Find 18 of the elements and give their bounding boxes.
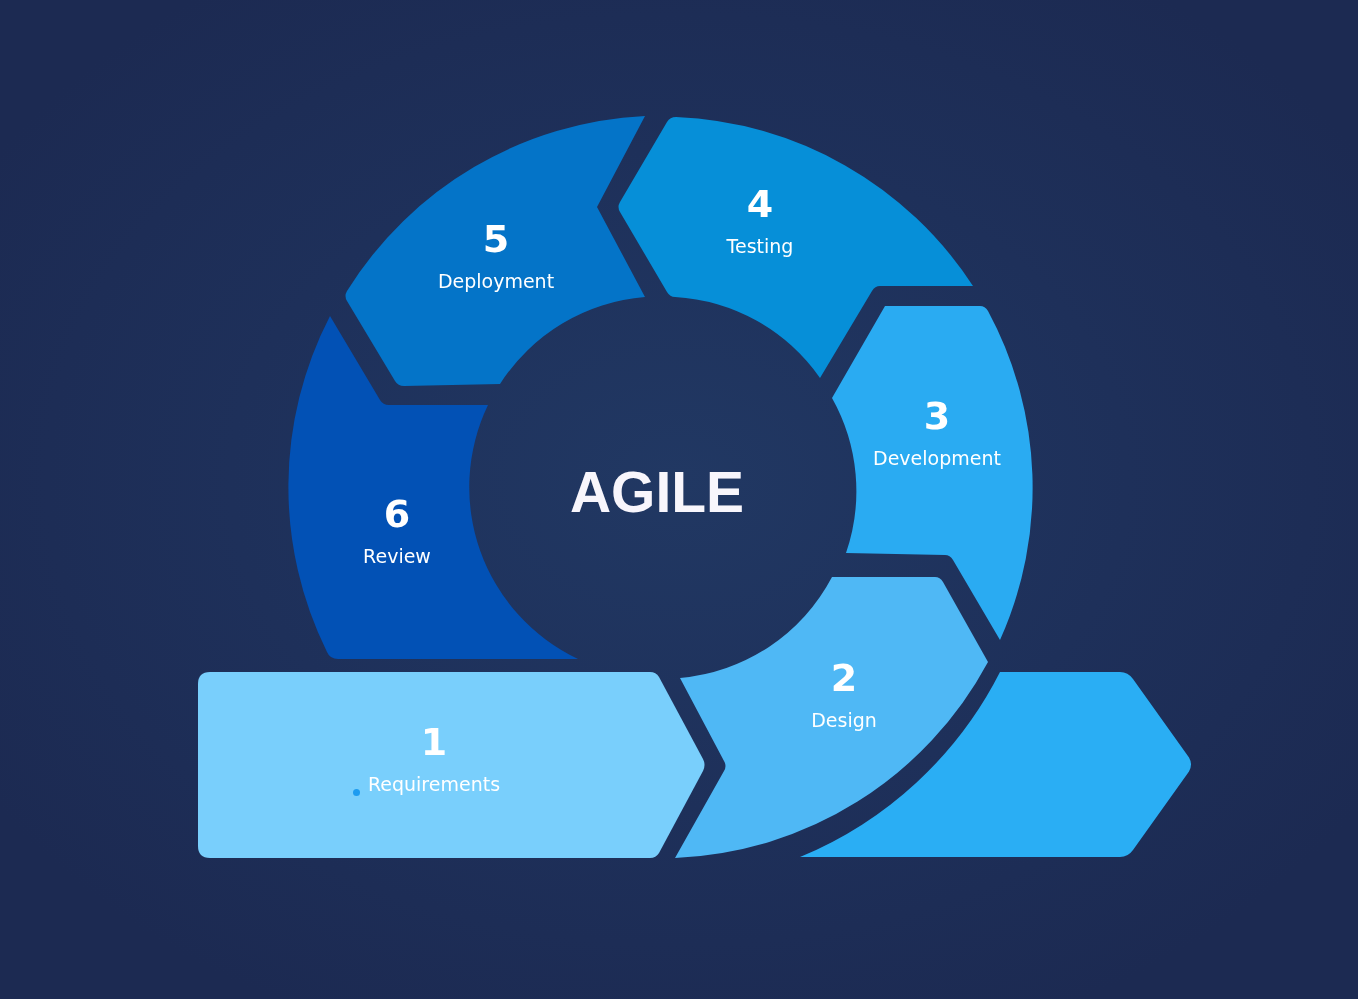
step-number: 4 — [746, 184, 774, 224]
step-number: 3 — [923, 396, 951, 436]
step-label: Review — [363, 545, 431, 567]
arrow-segment — [832, 306, 1034, 641]
arrow-segment — [343, 116, 646, 387]
title: AGILE — [569, 460, 745, 524]
step-label: Development — [873, 447, 1001, 469]
step-label: Deployment — [437, 270, 555, 292]
step-label: Design — [811, 709, 877, 731]
arrow-segment — [675, 577, 989, 859]
step-number: 6 — [383, 494, 411, 534]
arrow-segment — [617, 117, 974, 379]
step-number: 5 — [482, 219, 510, 259]
step-label: Requirements — [367, 773, 501, 795]
step-label: Testing — [726, 235, 794, 257]
step-number: 2 — [830, 658, 858, 698]
step-number: 1 — [420, 722, 448, 762]
arrow-segment — [198, 672, 707, 858]
